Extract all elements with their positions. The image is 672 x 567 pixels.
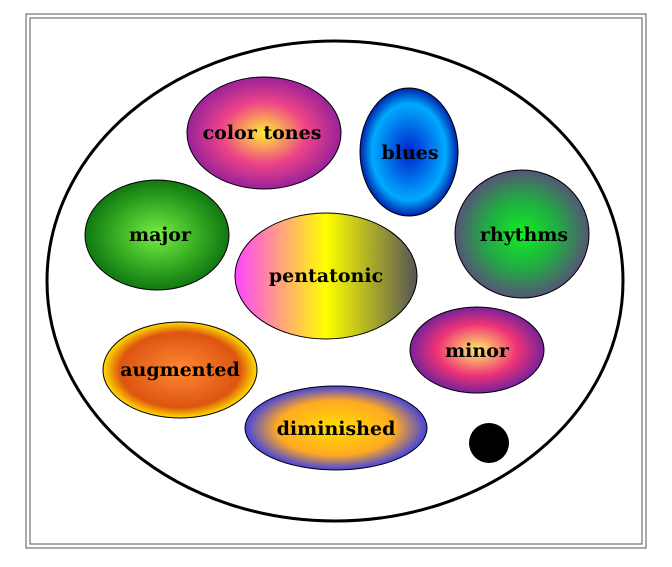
bubble-minor-shape: [409, 306, 545, 394]
bubble-pentatonic-label: pentatonic: [269, 265, 383, 287]
palette-thumb-hole: [469, 423, 509, 463]
bubble-rhythms-shape: [454, 169, 590, 299]
bubble-blues: blues: [359, 87, 459, 217]
frame-inner-border: [29, 17, 643, 545]
bubble-blues-label: blues: [381, 142, 438, 164]
bubble-diminished: diminished: [244, 385, 428, 471]
bubble-major-shape: [84, 179, 230, 291]
bubble-major-label: major: [129, 224, 192, 246]
bubble-augmented-label: augmented: [120, 359, 240, 381]
bubble-color-tones: color tones: [186, 76, 342, 190]
bubble-pentatonic-shape: [234, 212, 418, 340]
bubble-color-tones-label: color tones: [203, 122, 322, 144]
frame-outer-border: [25, 13, 647, 549]
bubble-major: major: [84, 179, 230, 291]
bubble-diminished-shape: [244, 385, 428, 471]
bubble-augmented: augmented: [102, 321, 258, 419]
bubble-rhythms-label: rhythms: [480, 224, 568, 246]
bubble-minor-label: minor: [445, 340, 510, 362]
bubble-rhythms: rhythms: [454, 169, 590, 299]
bubble-blues-shape: [359, 87, 459, 217]
bubble-color-tones-shape: [186, 76, 342, 190]
bubble-pentatonic: pentatonic: [234, 212, 418, 340]
bubble-augmented-shape: [102, 321, 258, 419]
bubble-diminished-label: diminished: [277, 418, 396, 440]
bubble-minor: minor: [409, 306, 545, 394]
